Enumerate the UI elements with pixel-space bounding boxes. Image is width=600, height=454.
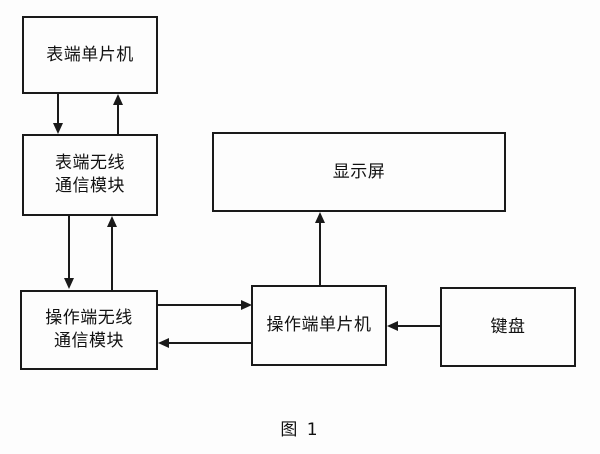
block-meter-mcu: 表端单片机 [22,16,158,94]
connector-keyboard-to-op-mcu-line [398,325,440,327]
block-display-screen: 显示屏 [212,132,506,212]
block-display-screen-label: 显示屏 [332,161,386,182]
connector-op-wireless-to-op-mcu-line [158,304,242,306]
block-operator-mcu: 操作端单片机 [251,285,387,366]
connector-meter-wireless-to-meter-mcu-line [117,105,119,134]
block-operator-wireless-module-label: 操作端无线 通信模块 [45,308,133,351]
block-meter-wireless-module: 表端无线 通信模块 [22,134,158,216]
connector-op-mcu-to-display-arrowhead [315,212,325,223]
block-keyboard: 键盘 [440,287,576,367]
block-keyboard-label: 键盘 [490,316,526,337]
block-operator-wireless-module: 操作端无线 通信模块 [20,290,158,370]
connector-meter-wireless-to-op-wireless-line [68,216,70,279]
connector-op-mcu-to-display-line [319,223,321,285]
connector-meter-mcu-to-meter-wireless-arrowhead [53,123,63,134]
connector-op-mcu-to-op-wireless-arrowhead [158,338,169,348]
connector-meter-wireless-to-op-wireless-arrowhead [64,278,74,289]
connector-op-wireless-to-op-mcu-arrowhead [241,300,252,310]
block-operator-mcu-label: 操作端单片机 [266,315,372,336]
connector-keyboard-to-op-mcu-arrowhead [387,321,398,331]
figure-caption: 图 1 [280,420,320,440]
connector-op-wireless-to-meter-wireless-arrowhead [107,216,117,227]
connector-meter-mcu-to-meter-wireless-line [57,94,59,124]
connector-op-wireless-to-meter-wireless-line [111,227,113,290]
connector-op-mcu-to-op-wireless-line [169,342,252,344]
block-meter-mcu-label: 表端单片机 [46,44,134,65]
connector-meter-wireless-to-meter-mcu-arrowhead [113,94,123,105]
block-meter-wireless-module-label: 表端无线 通信模块 [55,153,125,196]
